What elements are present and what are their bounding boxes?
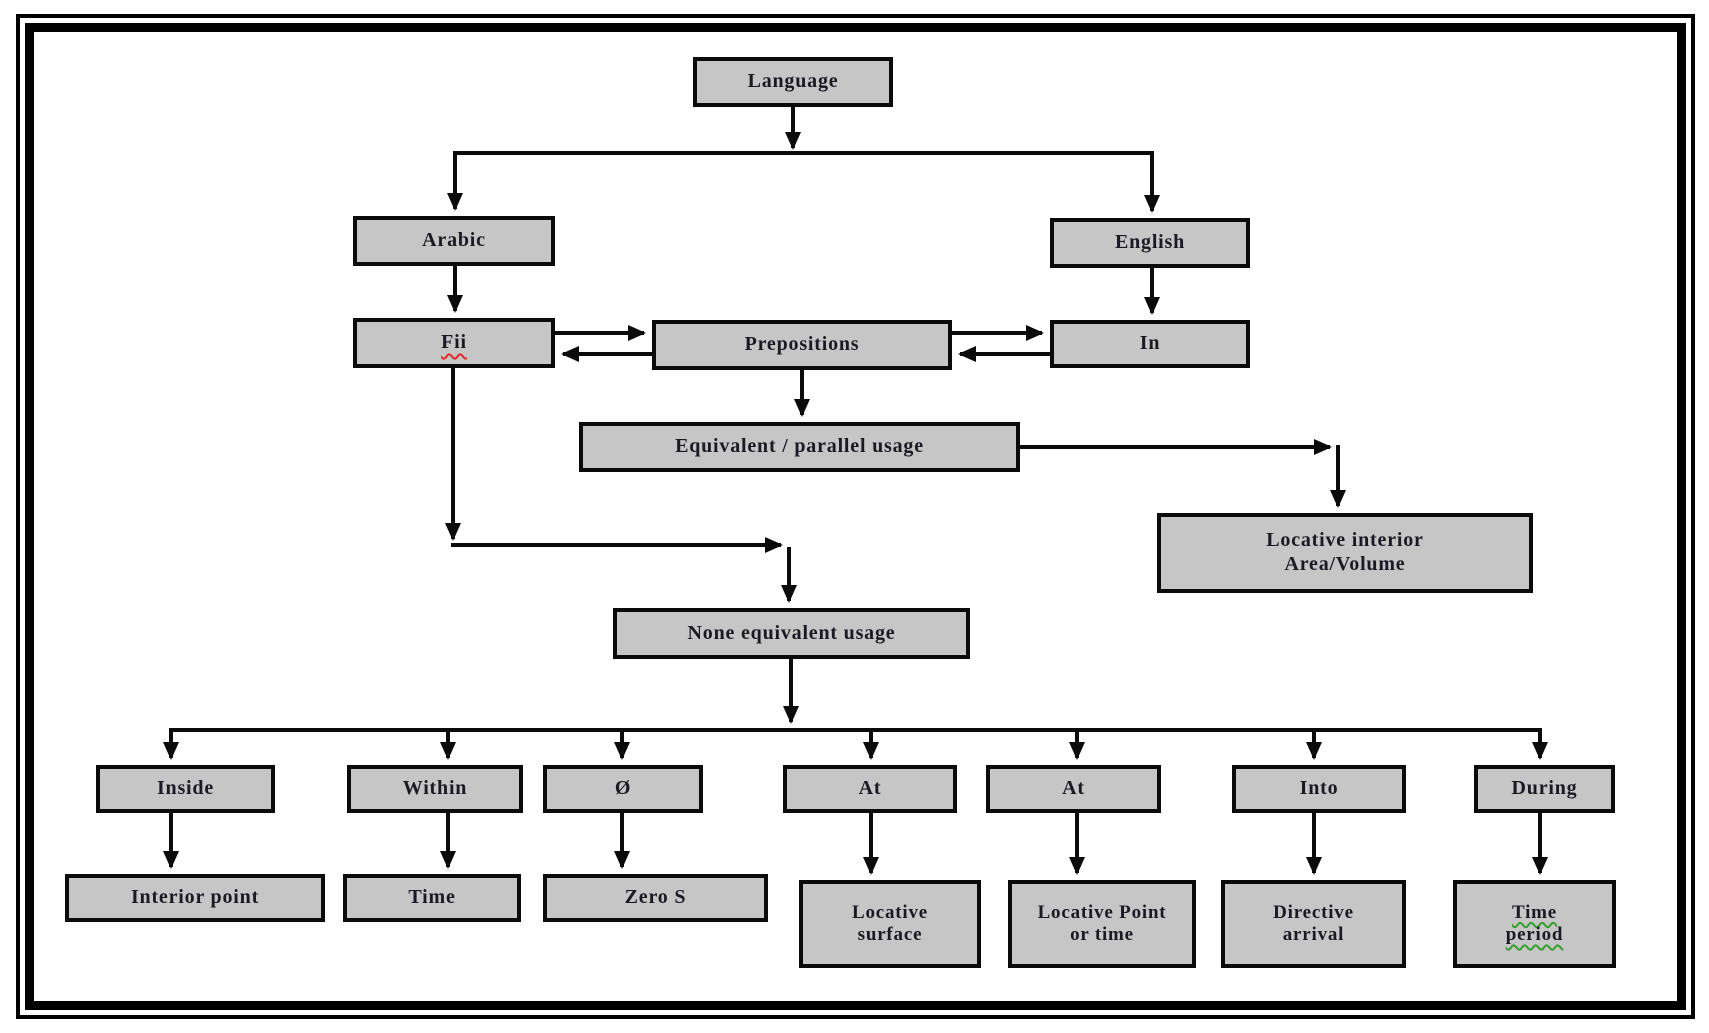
node-equivalent-label: Equivalent / parallel usage <box>675 435 924 458</box>
node-in: In <box>1050 320 1250 368</box>
node-at-2: At <box>986 765 1161 813</box>
node-locative-point-label: Locative Point or time <box>1037 901 1167 945</box>
node-english: English <box>1050 218 1250 268</box>
node-locative-point-or-time: Locative Point or time <box>1008 880 1196 968</box>
node-none-equivalent-label: None equivalent usage <box>687 621 896 644</box>
node-at-2-label: At <box>1062 777 1085 800</box>
node-prepositions: Prepositions <box>652 320 952 370</box>
node-into-label: Into <box>1299 777 1339 800</box>
node-in-label: In <box>1139 332 1161 355</box>
node-inside-label: Inside <box>156 777 215 800</box>
node-locative-interior-label: Locative interior Area/Volume <box>1266 529 1424 575</box>
node-directive-arrival: Directive arrival <box>1221 880 1406 968</box>
node-within: Within <box>347 765 523 813</box>
node-equivalent-parallel-usage: Equivalent / parallel usage <box>579 422 1020 472</box>
node-within-label: Within <box>402 777 468 800</box>
node-locative-surface: Locative surface <box>799 880 981 968</box>
node-at-1-label: At <box>858 777 882 800</box>
node-into: Into <box>1232 765 1406 813</box>
node-language: Language <box>693 57 893 107</box>
node-time-period: Time period <box>1453 880 1616 968</box>
node-language-label: Language <box>747 70 839 93</box>
node-interior-point-label: Interior point <box>130 886 260 909</box>
node-prepositions-label: Prepositions <box>744 333 860 356</box>
node-fii-label: Fii <box>441 331 467 354</box>
node-arabic-label: Arabic <box>422 229 486 252</box>
node-zero-symbol-label: Ø <box>614 777 632 800</box>
node-zero-s-label: Zero S <box>624 886 687 909</box>
node-locative-surface-label: Locative surface <box>851 901 929 945</box>
node-directive-arrival-label: Directive arrival <box>1273 901 1354 945</box>
node-locative-interior-area-volume: Locative interior Area/Volume <box>1157 513 1533 593</box>
node-fii: Fii <box>353 318 555 368</box>
node-arabic: Arabic <box>353 216 555 266</box>
node-during-label: During <box>1511 777 1578 800</box>
node-time: Time <box>343 874 521 922</box>
node-time-label: Time <box>408 886 456 909</box>
node-zero-s: Zero S <box>543 874 768 922</box>
node-at-1: At <box>783 765 957 813</box>
node-none-equivalent-usage: None equivalent usage <box>613 608 970 659</box>
node-zero-symbol: Ø <box>543 765 703 813</box>
node-interior-point: Interior point <box>65 874 325 922</box>
node-time-period-label: Time period <box>1505 901 1564 945</box>
node-inside: Inside <box>96 765 275 813</box>
node-english-label: English <box>1114 231 1186 254</box>
node-during: During <box>1474 765 1615 813</box>
